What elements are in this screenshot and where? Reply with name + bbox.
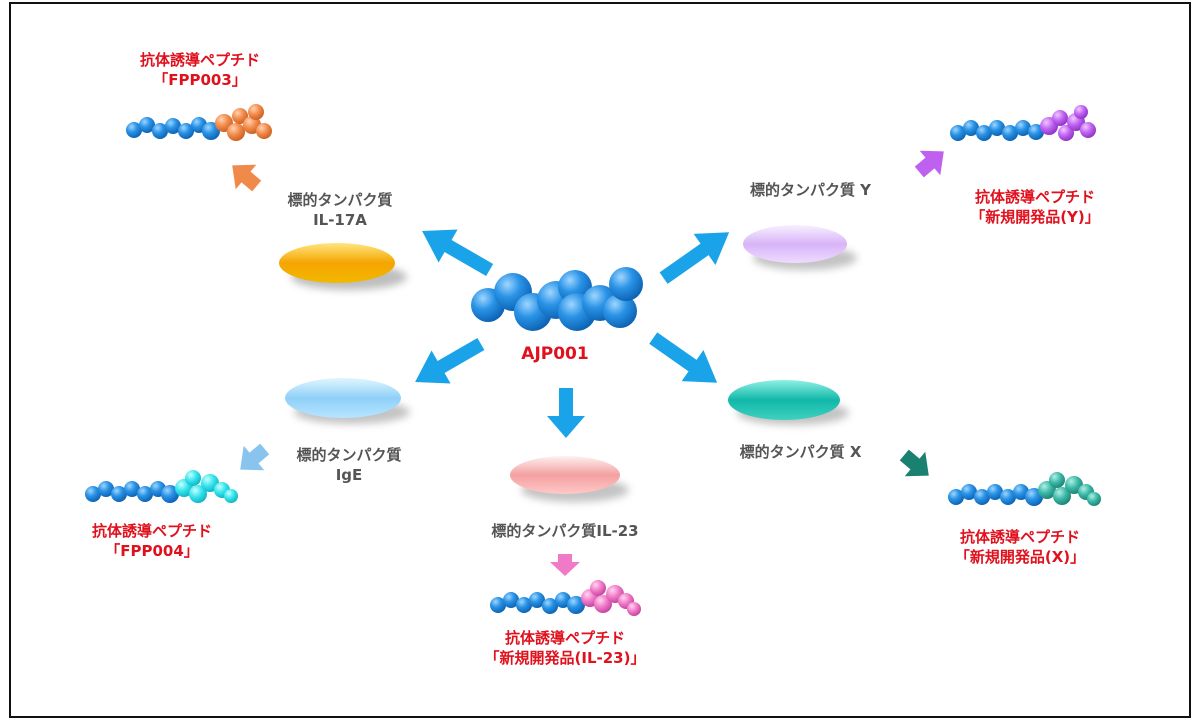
arrow-to-il23 xyxy=(547,388,585,438)
arrow-to-target-y xyxy=(659,232,730,284)
peptide-il23 xyxy=(490,580,641,616)
arrow-to-peptide-y xyxy=(914,150,944,178)
arrow-to-peptide-il23 xyxy=(550,554,580,576)
target-x-label: 標的タンパク質 X xyxy=(739,443,862,461)
target-ige-line2: IgE xyxy=(335,466,363,484)
peptide-fpp004 xyxy=(85,470,238,503)
peptide-il23-label: 抗体誘導ペプチド 「新規開発品(IL-23)」 xyxy=(465,628,665,668)
peptide-y-line1: 抗体誘導ペプチド xyxy=(974,188,1095,206)
peptide-x xyxy=(948,472,1101,506)
arrow-to-ige xyxy=(415,337,485,384)
peptide-il23-line2: 「新規開発品(IL-23)」 xyxy=(484,649,646,667)
target-il17a-line1: 標的タンパク質 xyxy=(287,191,393,209)
target-y-label: 標的タンパク質 Y xyxy=(749,181,872,199)
peptide-fpp003-line1: 抗体誘導ペプチド xyxy=(139,51,260,69)
peptide-fpp004-label: 抗体誘導ペプチド 「FPP004」 xyxy=(72,521,232,561)
peptide-fpp003-line2: 「FPP003」 xyxy=(153,71,247,89)
peptide-y-label: 抗体誘導ペプチド 「新規開発品(Y)」 xyxy=(955,187,1115,227)
peptide-fpp003-label: 抗体誘導ペプチド 「FPP003」 xyxy=(120,50,280,90)
peptide-x-line2: 「新規開発品(X)」 xyxy=(954,548,1086,566)
target-ige-ellipse xyxy=(285,378,410,424)
target-il23-label: 標的タンパク質IL-23 xyxy=(491,522,639,540)
target-il17a-label: 標的タンパク質 IL-17A xyxy=(260,190,420,230)
arrow-to-fpp003 xyxy=(232,164,262,192)
ajp001-label: AJP001 xyxy=(521,344,589,364)
peptide-y-line2: 「新規開発品(Y)」 xyxy=(970,208,1100,226)
target-il17a-ellipse xyxy=(279,243,407,290)
ajp001-molecule xyxy=(471,267,643,331)
peptide-fpp004-line1: 抗体誘導ペプチド xyxy=(91,522,212,540)
peptide-x-label: 抗体誘導ペプチド 「新規開発品(X)」 xyxy=(940,527,1100,567)
target-y-ellipse xyxy=(743,225,857,270)
target-il17a-line2: IL-17A xyxy=(313,211,367,229)
peptide-y xyxy=(950,105,1096,141)
target-ige-line1: 標的タンパク質 xyxy=(296,446,402,464)
peptide-fpp004-line2: 「FPP004」 xyxy=(105,542,199,560)
arrow-to-target-x xyxy=(649,332,718,383)
arrow-to-peptide-x xyxy=(899,449,929,477)
peptide-x-line1: 抗体誘導ペプチド xyxy=(959,528,1080,546)
arrow-to-fpp004 xyxy=(240,443,270,471)
target-x-ellipse xyxy=(728,380,849,425)
peptide-fpp003 xyxy=(126,104,272,141)
target-il23-ellipse xyxy=(510,456,629,502)
target-ige-label: 標的タンパク質 IgE xyxy=(269,445,429,485)
peptide-il23-line1: 抗体誘導ペプチド xyxy=(504,629,625,647)
arrow-to-il17a xyxy=(422,229,494,277)
